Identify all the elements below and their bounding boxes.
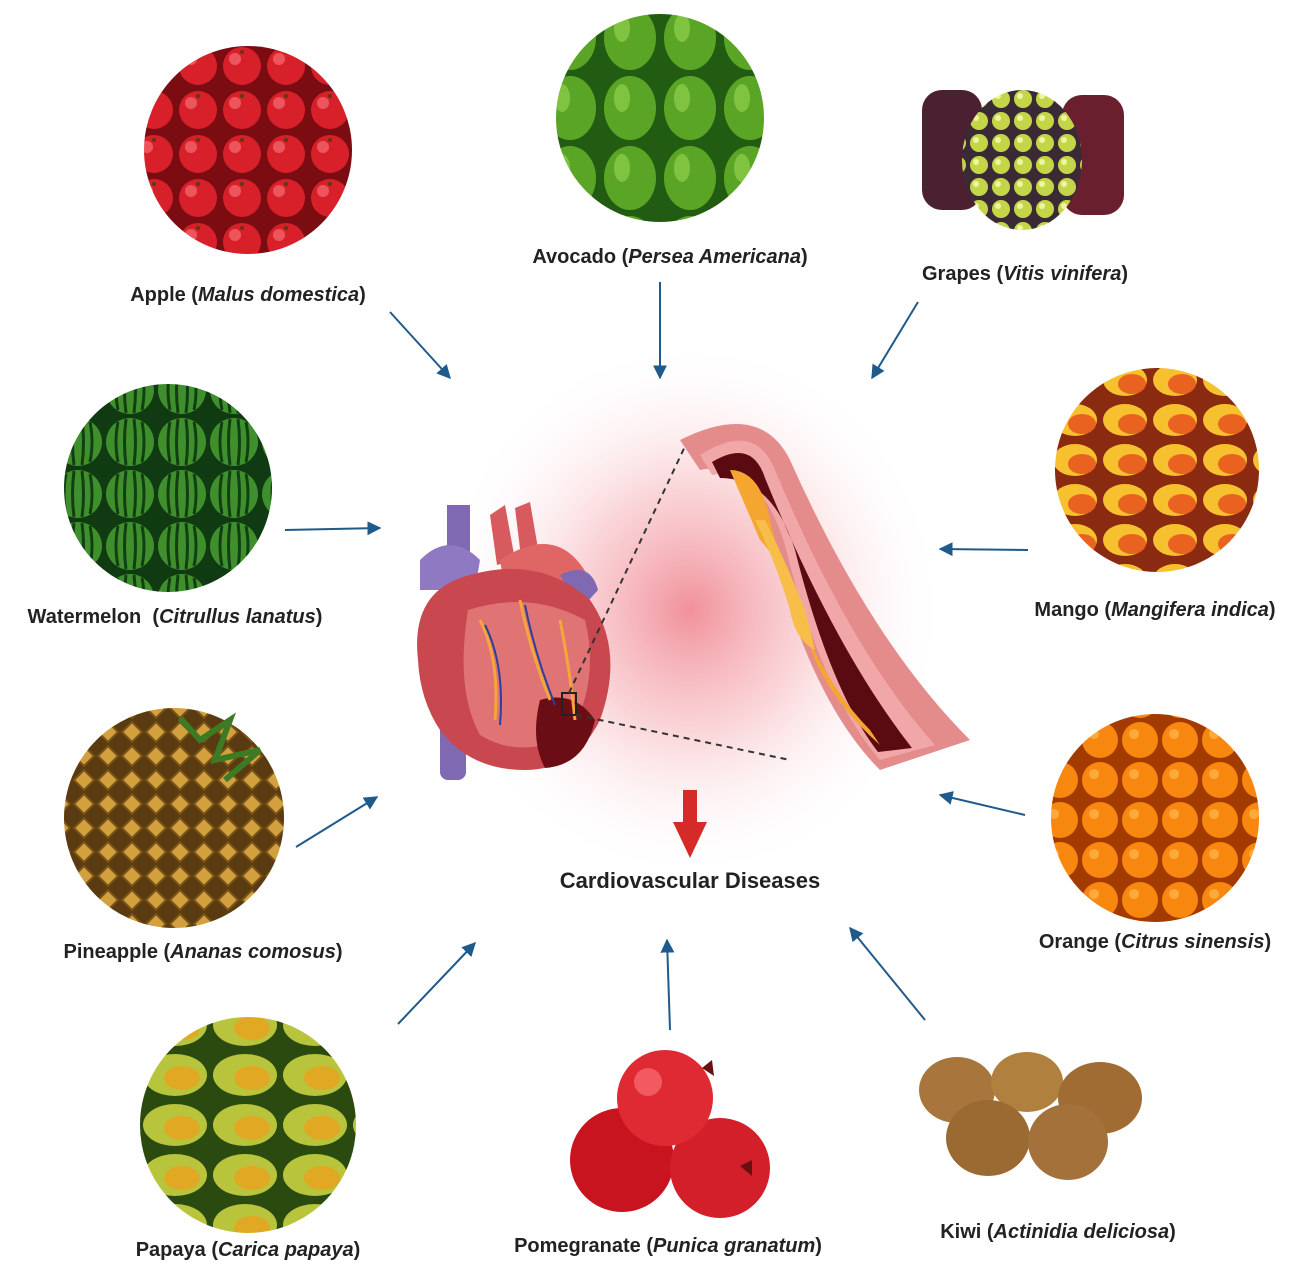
arrow-pineapple [296, 797, 377, 847]
label-mango: Mango (Mangifera indica) [1034, 598, 1275, 622]
arrow-kiwi [850, 928, 925, 1020]
label-grapes-name: Grapes [922, 263, 991, 285]
label-avocado-scientific: Persea Americana [628, 246, 801, 268]
label-orange-scientific: Citrus sinensis [1121, 931, 1264, 953]
label-orange: Orange (Citrus sinensis) [1039, 930, 1271, 954]
label-watermelon-scientific: Citrullus lanatus [159, 606, 316, 628]
fruit-mango-image [1055, 368, 1259, 572]
fruit-papaya-image [140, 1017, 356, 1233]
label-mango-name: Mango [1034, 599, 1098, 621]
label-pomegranate-name: Pomegranate [514, 1235, 641, 1257]
fruit-watermelon-image [64, 384, 272, 592]
fruit-pomegranate-image [570, 1050, 770, 1218]
label-pineapple: Pineapple (Ananas comosus) [64, 940, 343, 964]
fruit-apple-image [144, 46, 352, 254]
label-kiwi-scientific: Actinidia deliciosa [994, 1221, 1170, 1243]
label-pineapple-scientific: Ananas comosus [170, 941, 336, 963]
label-papaya: Papaya (Carica papaya) [136, 1238, 361, 1262]
label-apple-scientific: Malus domestica [198, 284, 359, 306]
arrow-mango [940, 549, 1028, 550]
label-kiwi: Kiwi (Actinidia deliciosa) [940, 1220, 1176, 1244]
fruit-grapes-image [918, 80, 1126, 236]
label-watermelon: Watermelon (Citrullus lanatus) [28, 605, 323, 629]
label-watermelon-name: Watermelon [28, 606, 142, 628]
arrow-apple [390, 312, 450, 378]
arrow-orange [940, 795, 1025, 815]
label-kiwi-name: Kiwi [940, 1221, 981, 1243]
fruit-pineapple-image [64, 708, 284, 928]
label-papaya-scientific: Carica papaya [218, 1239, 354, 1261]
label-pomegranate-scientific: Punica granatum [653, 1235, 815, 1257]
label-orange-name: Orange [1039, 931, 1109, 953]
label-papaya-name: Papaya [136, 1239, 206, 1261]
fruit-kiwi-image [919, 1052, 1142, 1180]
label-grapes: Grapes (Vitis vinifera) [922, 262, 1128, 286]
label-apple-name: Apple [130, 284, 186, 306]
label-pineapple-name: Pineapple [64, 941, 158, 963]
label-pomegranate: Pomegranate (Punica granatum) [514, 1234, 822, 1258]
fruit-avocado-image [556, 14, 764, 222]
label-grapes-scientific: Vitis vinifera [1003, 263, 1121, 285]
label-avocado: Avocado (Persea Americana) [532, 245, 807, 269]
arrow-grapes [872, 302, 918, 378]
center-title: Cardiovascular Diseases [560, 868, 821, 894]
label-avocado-name: Avocado [532, 246, 616, 268]
label-apple: Apple (Malus domestica) [130, 283, 366, 307]
label-mango-scientific: Mangifera indica [1111, 599, 1269, 621]
arrow-papaya [398, 943, 475, 1024]
fruit-orange-image [1051, 714, 1259, 922]
arrow-watermelon [285, 528, 380, 530]
arrow-pomegranate [667, 940, 670, 1030]
